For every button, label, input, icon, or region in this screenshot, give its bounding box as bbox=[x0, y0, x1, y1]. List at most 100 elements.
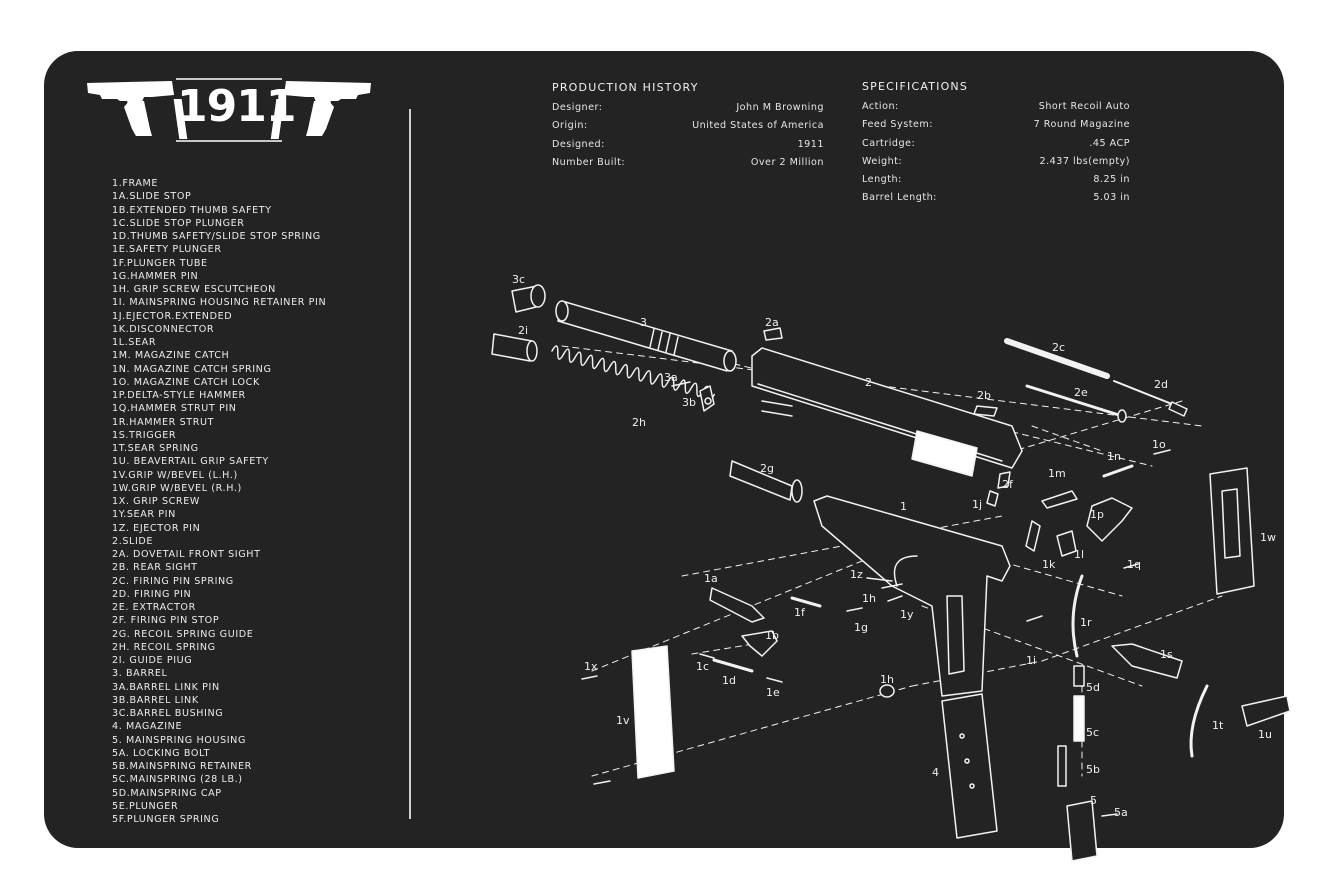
callout-5d: 5d bbox=[1086, 681, 1100, 694]
parts-list-item: 1B.EXTENDED THUMB SAFETY bbox=[112, 204, 272, 216]
parts-list-item: 1L.SEAR bbox=[112, 337, 157, 348]
production-value: 1911 bbox=[797, 138, 824, 150]
specs-value: 8.25 in bbox=[1093, 174, 1130, 186]
specs-value: Short Recoil Auto bbox=[1038, 101, 1130, 112]
callout-labels: 3c 3 2a 3a 3b 2 2b 2c 2e 2d 2i 2h 2g 2f … bbox=[512, 273, 1276, 819]
callout-1d: 1d bbox=[722, 674, 736, 687]
production-row: Designed: 1911 bbox=[552, 139, 824, 157]
parts-list-item: 1N. MAGAZINE CATCH SPRING bbox=[112, 363, 272, 375]
divider bbox=[409, 109, 411, 819]
callout-1w: 1w bbox=[1260, 531, 1276, 544]
parts-list-item: 1R.HAMMER STRUT bbox=[112, 416, 215, 428]
parts-list-item: 2E. EXTRACTOR bbox=[112, 602, 196, 613]
production-label: Designed: bbox=[552, 138, 605, 150]
production-label: Number Built: bbox=[552, 156, 626, 168]
parts-list-item: 1P.DELTA-STYLE HAMMER bbox=[112, 390, 246, 401]
callout-3c: 3c bbox=[512, 273, 525, 286]
parts-list-item: 1Z. EJECTOR PIN bbox=[112, 522, 201, 534]
parts-list-item: 2H. RECOIL SPRING bbox=[112, 641, 216, 653]
specs-value: .45 ACP bbox=[1089, 137, 1130, 149]
callout-1n: 1n bbox=[1107, 450, 1121, 463]
callout-1g: 1g bbox=[854, 621, 868, 634]
specs-row: Feed System: 7 Round Magazine bbox=[862, 119, 1130, 137]
callout-1o: 1o bbox=[1152, 438, 1166, 451]
parts-list-item: 5. MAINSPRING HOUSING bbox=[112, 734, 246, 746]
parts-list-item: 5F.PLUNGER SPRING bbox=[112, 814, 220, 825]
production-row: Number Built: Over 2 Million bbox=[552, 157, 824, 175]
parts-list-item: 1V.GRIP W/BEVEL (L.H.) bbox=[112, 469, 238, 481]
callout-1t: 1t bbox=[1212, 719, 1224, 732]
parts-list-item: 1C.SLIDE STOP PLUNGER bbox=[112, 217, 245, 229]
callout-1: 1 bbox=[900, 500, 907, 513]
parts-list-item: 1H. GRIP SCREW ESCUTCHEON bbox=[112, 284, 276, 295]
pistol-silhouette-icon bbox=[87, 78, 371, 142]
callout-1u: 1u bbox=[1258, 728, 1272, 741]
parts-list-item: 1K.DISCONNECTOR bbox=[112, 323, 215, 335]
callout-2e: 2e bbox=[1074, 386, 1088, 399]
parts-list-item: 3. BARREL bbox=[112, 668, 168, 680]
parts-list-item: 2.SLIDE bbox=[112, 535, 154, 547]
callout-1m: 1m bbox=[1048, 467, 1066, 480]
specs-value: 7 Round Magazine bbox=[1033, 119, 1130, 131]
callout-1k: 1k bbox=[1042, 558, 1056, 571]
callout-1b: 1b bbox=[765, 629, 779, 642]
callout-2a: 2a bbox=[765, 316, 779, 329]
production-heading: PRODUCTION HISTORY bbox=[552, 81, 699, 94]
production-row: Origin:United States of America bbox=[552, 120, 824, 138]
parts-list-item: 5B.MAINSPRING RETAINER bbox=[112, 761, 252, 772]
callout-1p: 1p bbox=[1090, 508, 1104, 521]
callout-4: 4 bbox=[932, 766, 939, 779]
callout-2h: 2h bbox=[632, 416, 646, 429]
parts-list-item: 1J.EJECTOR.EXTENDED bbox=[112, 310, 233, 322]
production-label: Designer: bbox=[552, 102, 603, 113]
logo: 1911 bbox=[84, 73, 374, 145]
parts-list-item: 1.FRAME bbox=[112, 178, 159, 189]
production-row: Designer: John M Browning bbox=[552, 102, 824, 120]
callout-5: 5 bbox=[1090, 794, 1097, 807]
logo-title: 1911 bbox=[177, 81, 296, 132]
parts-list-item: 4. MAGAZINE bbox=[112, 721, 183, 733]
parts-list-item: 1I. MAINSPRING HOUSING RETAINER PIN bbox=[112, 297, 327, 309]
callout-3b: 3b bbox=[682, 396, 696, 409]
callout-1h-lower: 1h bbox=[880, 673, 894, 686]
callout-2: 2 bbox=[865, 376, 872, 389]
parts-list-item: 1S.TRIGGER bbox=[112, 429, 177, 441]
parts-list-item: 1F.PLUNGER TUBE bbox=[112, 257, 208, 269]
parts-list-item: 1E.SAFETY PLUNGER bbox=[112, 244, 222, 256]
parts-list-item: 3A.BARREL LINK PIN bbox=[112, 681, 220, 693]
parts-list-item: 2I. GUIDE PIUG bbox=[112, 655, 193, 666]
exploded-diagram: 3c 3 2a 3a 3b 2 2b 2c 2e 2d 2i 2h 2g 2f … bbox=[491, 273, 1291, 862]
parts-list-item: 2F. FIRING PIN STOP bbox=[112, 615, 220, 627]
parts-list-item: 1W.GRIP W/BEVEL (R.H.) bbox=[112, 482, 242, 494]
parts-list-item: 1T.SEAR SPRING bbox=[112, 443, 199, 454]
callout-1c: 1c bbox=[696, 660, 709, 673]
production-value: John M Browning bbox=[736, 102, 824, 113]
parts-list-item: 1X. GRIP SCREW bbox=[112, 496, 200, 507]
callout-1j: 1j bbox=[972, 498, 982, 511]
callout-3: 3 bbox=[640, 316, 647, 329]
production-value: Over 2 Million bbox=[750, 156, 824, 168]
callout-5b: 5b bbox=[1086, 763, 1100, 776]
parts-list-item: 2B. REAR SIGHT bbox=[112, 562, 198, 574]
specs-label: Feed System: bbox=[862, 119, 933, 131]
callout-1f: 1f bbox=[794, 606, 806, 619]
parts-list-item: 3C.BARREL BUSHING bbox=[112, 708, 224, 719]
parts-list-item: 5C.MAINSPRING (28 LB.) bbox=[112, 774, 243, 786]
parts-list-item: 1M. MAGAZINE CATCH bbox=[112, 350, 230, 362]
callout-1x: 1x bbox=[584, 660, 598, 673]
callout-2i: 2i bbox=[518, 324, 528, 337]
callout-1h: 1h bbox=[862, 592, 876, 605]
parts-list-item: 2A. DOVETAIL FRONT SIGHT bbox=[112, 549, 261, 560]
parts-list-item: 1G.HAMMER PIN bbox=[112, 270, 199, 282]
production-value: United States of America bbox=[692, 120, 824, 132]
parts-list-item: 5E.PLUNGER bbox=[112, 800, 179, 812]
specs-label: Weight: bbox=[862, 155, 903, 167]
specs-value: 5.03 in bbox=[1093, 192, 1130, 204]
specs-label: Action: bbox=[862, 101, 899, 112]
specs-label: Cartridge: bbox=[862, 137, 916, 149]
callout-1y: 1y bbox=[900, 608, 914, 621]
callout-2g: 2g bbox=[760, 462, 774, 475]
callout-2b: 2b bbox=[977, 389, 991, 402]
